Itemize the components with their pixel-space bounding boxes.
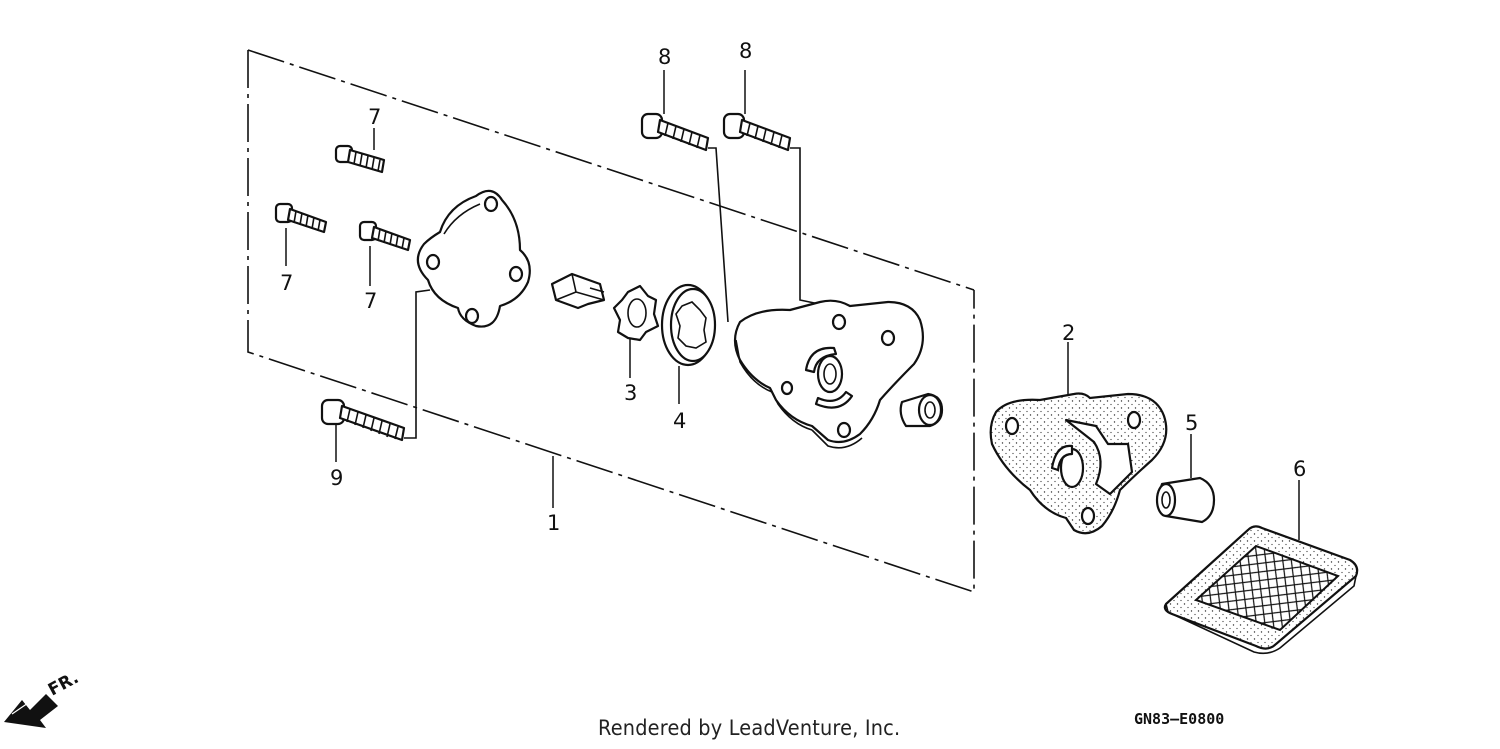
bolt-7-middle <box>358 220 412 252</box>
callout-6: 6 <box>1293 457 1306 481</box>
pump-cover <box>416 189 531 328</box>
bolt-7-left <box>274 202 328 234</box>
callout-7-left: 7 <box>280 271 293 295</box>
callout-4: 4 <box>673 409 686 433</box>
callout-1: 1 <box>547 511 560 535</box>
callout-3: 3 <box>624 381 637 405</box>
bushing <box>1155 476 1216 524</box>
front-marker-label: FR. <box>45 668 82 700</box>
bolt-9 <box>320 398 406 442</box>
diagram-code: GN83–E0800 <box>1134 710 1224 728</box>
callout-8-right: 8 <box>739 39 752 63</box>
pump-body <box>733 299 925 449</box>
callout-7-middle: 7 <box>364 289 377 313</box>
callout-2: 2 <box>1062 321 1075 345</box>
render-credit: Rendered by LeadVenture, Inc. <box>598 716 901 740</box>
callout-9: 9 <box>330 466 343 490</box>
leader-lines <box>285 70 1300 540</box>
assembly-boundary <box>247 49 975 594</box>
front-direction-arrow-icon <box>4 687 58 728</box>
callout-5: 5 <box>1185 411 1198 435</box>
dowel-collar <box>899 392 944 428</box>
screen-filter <box>1163 525 1359 655</box>
bolt-7-top <box>334 144 386 174</box>
inner-rotor <box>612 284 660 342</box>
bolt-8-right <box>722 112 792 152</box>
pump-shaft <box>550 272 606 310</box>
outer-rotor <box>660 283 717 367</box>
callout-8-left: 8 <box>658 45 671 69</box>
bolt-8-left <box>640 112 710 152</box>
callout-7-top: 7 <box>368 105 381 129</box>
gasket <box>989 392 1168 535</box>
